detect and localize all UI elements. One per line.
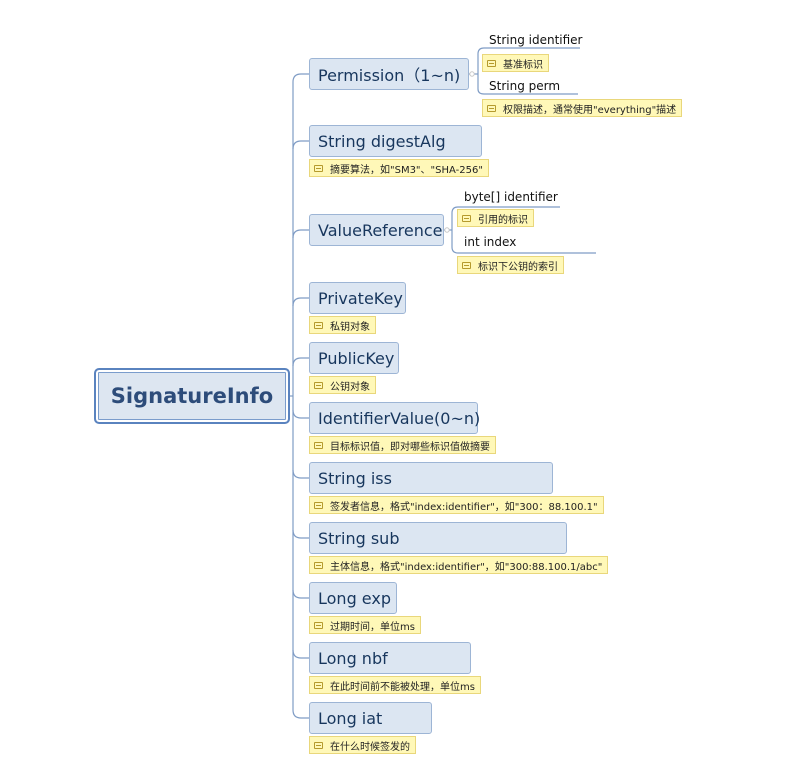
sub-connector bbox=[451, 206, 560, 230]
root-node[interactable]: SignatureInfo bbox=[94, 368, 290, 424]
node-label: Long nbf bbox=[318, 648, 388, 668]
sub-connector bbox=[477, 47, 580, 74]
node-label: PrivateKey bbox=[318, 288, 403, 308]
note-text: 基准标识 bbox=[503, 59, 543, 71]
branch-connector bbox=[292, 297, 309, 307]
note-text: 主体信息，格式"index:identifier"，如"300:88.100.1… bbox=[330, 561, 603, 573]
note-text: 引用的标识 bbox=[478, 214, 528, 226]
root-label: SignatureInfo bbox=[110, 384, 274, 408]
node-long-nbf[interactable]: Long nbf bbox=[309, 642, 471, 674]
branch-connector bbox=[292, 229, 309, 239]
note-text: 公钥对象 bbox=[330, 381, 370, 393]
collapse-handle[interactable] bbox=[444, 227, 450, 233]
node-label: PublicKey bbox=[318, 348, 395, 368]
collapse-handle[interactable] bbox=[469, 71, 475, 77]
note-identifiervalue: 目标标识值，即对哪些标识值做摘要 bbox=[309, 436, 496, 454]
node-label: String sub bbox=[318, 528, 400, 548]
leaf-string-perm[interactable]: String perm bbox=[489, 77, 560, 95]
note-int-index: 标识下公钥的索引 bbox=[457, 256, 564, 274]
note-long-nbf: 在此时间前不能被处理，单位ms bbox=[309, 676, 481, 694]
note-text: 签发者信息，格式"index:identifier"，如"300：88.100.… bbox=[330, 501, 598, 513]
note-text: 在什么时候签发的 bbox=[330, 741, 410, 753]
note-text: 标识下公钥的索引 bbox=[478, 261, 558, 273]
note-icon bbox=[487, 59, 496, 67]
note-text: 在此时间前不能被处理，单位ms bbox=[330, 681, 475, 693]
branch-connector bbox=[292, 469, 309, 479]
note-icon bbox=[314, 164, 323, 172]
note-text: 摘要算法，如"SM3"、"SHA-256" bbox=[330, 164, 483, 176]
leaf-string-identifier[interactable]: String identifier bbox=[489, 31, 582, 49]
note-text: 目标标识值，即对哪些标识值做摘要 bbox=[330, 441, 490, 453]
leaf-label: int index bbox=[464, 235, 517, 249]
node-label: Permission（1~n) bbox=[318, 66, 461, 85]
note-text: 过期时间，单位ms bbox=[330, 621, 415, 633]
note-byte-identifier: 引用的标识 bbox=[457, 209, 534, 227]
note-privatekey: 私钥对象 bbox=[309, 316, 376, 334]
note-string-iss: 签发者信息，格式"index:identifier"，如"300：88.100.… bbox=[309, 496, 604, 514]
node-string-iss[interactable]: String iss bbox=[309, 462, 553, 494]
branch-connector bbox=[292, 589, 309, 599]
note-icon bbox=[462, 261, 471, 269]
note-text: 私钥对象 bbox=[330, 321, 370, 333]
node-label: String digestAlg bbox=[318, 131, 446, 151]
node-string-sub[interactable]: String sub bbox=[309, 522, 567, 554]
note-icon bbox=[314, 321, 323, 329]
note-icon bbox=[314, 681, 323, 689]
branch-connector bbox=[292, 357, 309, 367]
node-label: Long iat bbox=[318, 708, 383, 728]
node-permission[interactable]: Permission（1~n) bbox=[309, 58, 469, 90]
leaf-label: String perm bbox=[489, 79, 561, 93]
node-valuereference[interactable]: ValueReference bbox=[309, 214, 444, 246]
node-label: ValueReference bbox=[318, 220, 443, 240]
note-icon bbox=[314, 381, 323, 389]
note-icon bbox=[487, 104, 496, 112]
note-icon bbox=[314, 741, 323, 749]
note-icon bbox=[462, 214, 471, 222]
node-string-digestalg[interactable]: String digestAlg bbox=[309, 125, 482, 157]
leaf-label: String identifier bbox=[489, 33, 583, 47]
note-text: 权限描述，通常使用"everything"描述 bbox=[503, 104, 677, 116]
note-string-identifier: 基准标识 bbox=[482, 54, 549, 72]
leaf-int-index[interactable]: int index bbox=[464, 233, 516, 251]
note-long-iat: 在什么时候签发的 bbox=[309, 736, 416, 754]
node-long-exp[interactable]: Long exp bbox=[309, 582, 397, 614]
branch-connector bbox=[292, 140, 309, 150]
note-publickey: 公钥对象 bbox=[309, 376, 376, 394]
leaf-byte-identifier[interactable]: byte[] identifier bbox=[464, 188, 558, 206]
note-icon bbox=[314, 501, 323, 509]
branch-connector bbox=[292, 529, 309, 539]
node-label: IdentifierValue(0~n) bbox=[318, 408, 481, 428]
note-icon bbox=[314, 441, 323, 449]
node-label: Long exp bbox=[318, 588, 391, 608]
branch-connector bbox=[292, 73, 309, 83]
note-digestalg: 摘要算法，如"SM3"、"SHA-256" bbox=[309, 159, 489, 177]
node-publickey[interactable]: PublicKey bbox=[309, 342, 399, 374]
node-long-iat[interactable]: Long iat bbox=[309, 702, 432, 734]
note-long-exp: 过期时间，单位ms bbox=[309, 616, 421, 634]
node-label: String iss bbox=[318, 468, 392, 488]
node-privatekey[interactable]: PrivateKey bbox=[309, 282, 406, 314]
branch-connector bbox=[292, 409, 309, 419]
note-string-sub: 主体信息，格式"index:identifier"，如"300:88.100.1… bbox=[309, 556, 609, 574]
node-identifiervalue[interactable]: IdentifierValue(0~n) bbox=[309, 402, 481, 434]
sub-connector bbox=[451, 230, 596, 254]
sub-connector bbox=[477, 74, 578, 95]
note-icon bbox=[314, 561, 323, 569]
note-icon bbox=[314, 621, 323, 629]
branch-connector bbox=[292, 649, 309, 659]
note-string-perm: 权限描述，通常使用"everything"描述 bbox=[482, 99, 683, 117]
branch-connector bbox=[292, 709, 309, 719]
leaf-label: byte[] identifier bbox=[464, 190, 558, 204]
